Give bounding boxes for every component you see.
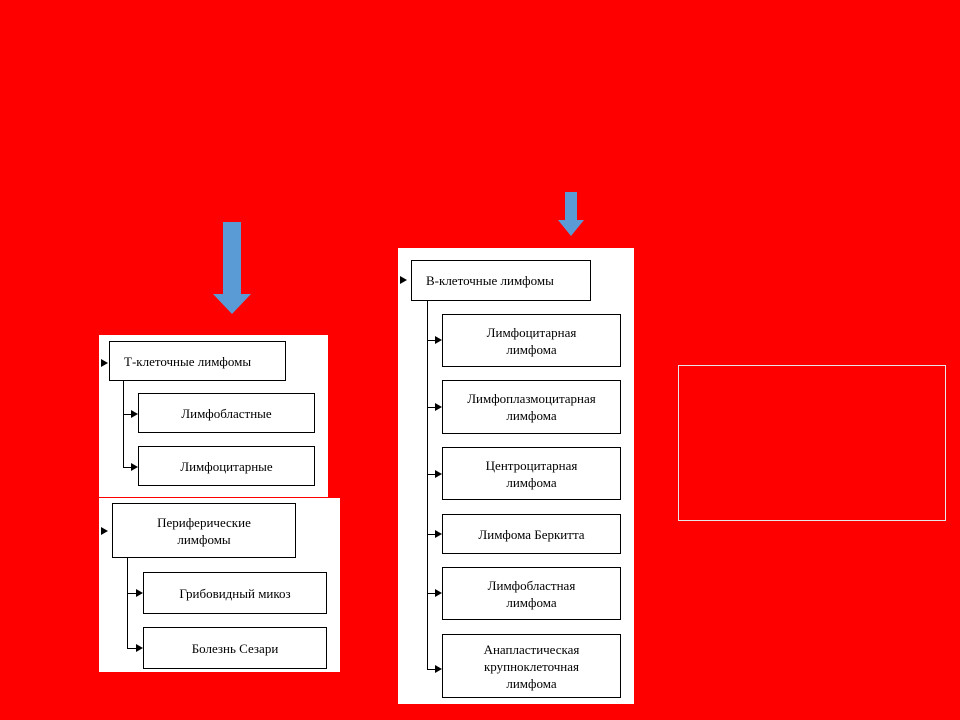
b-cell-title-box: В-клеточные лимфомы [411, 260, 591, 301]
connector-line [427, 534, 437, 535]
b-cell-item: Лимфобластная лимфома [442, 567, 621, 620]
entry-arrow-icon [400, 276, 407, 284]
branch-arrow-icon [435, 470, 442, 478]
b-cell-item: Центроцитарная лимфома [442, 447, 621, 500]
branch-arrow-icon [435, 589, 442, 597]
connector-line [123, 414, 133, 415]
connector-line [127, 558, 128, 648]
connector-line [427, 669, 437, 670]
t-cell-item: Лимфобластные [138, 393, 315, 433]
peripheral-item: Грибовидный микоз [143, 572, 327, 614]
connector-line [123, 467, 133, 468]
connector-line [127, 593, 137, 594]
empty-outline-box [678, 365, 946, 521]
down-arrow-icon [213, 222, 251, 314]
connector-line [427, 340, 437, 341]
t-cell-title-box: Т-клеточные лимфомы [109, 341, 286, 381]
b-cell-item: Лимфоплазмоцитарная лимфома [442, 380, 621, 434]
branch-arrow-icon [435, 336, 442, 344]
connector-line [427, 301, 428, 669]
connector-line [123, 381, 124, 467]
branch-arrow-icon [435, 665, 442, 673]
branch-arrow-icon [435, 403, 442, 411]
entry-arrow-icon [101, 527, 108, 535]
b-cell-item: Лимфоцитарная лимфома [442, 314, 621, 367]
peripheral-title-box: Периферические лимфомы [112, 503, 296, 558]
connector-line [427, 407, 437, 408]
t-cell-item: Лимфоцитарные [138, 446, 315, 486]
connector-line [427, 474, 437, 475]
peripheral-panel: Периферические лимфомы Грибовидный микоз… [99, 498, 340, 672]
b-cell-item: Анапластическая крупноклеточная лимфома [442, 634, 621, 698]
peripheral-item: Болезнь Сезари [143, 627, 327, 669]
connector-line [427, 593, 437, 594]
b-cell-item: Лимфома Беркитта [442, 514, 621, 554]
down-arrow-icon [558, 192, 584, 236]
connector-line [127, 648, 137, 649]
entry-arrow-icon [101, 359, 108, 367]
branch-arrow-icon [136, 644, 143, 652]
b-cell-panel: В-клеточные лимфомы Лимфоцитарная лимфом… [398, 248, 634, 704]
branch-arrow-icon [136, 589, 143, 597]
branch-arrow-icon [131, 463, 138, 471]
t-cell-panel: Т-клеточные лимфомы Лимфобластные Лимфоц… [99, 335, 328, 497]
branch-arrow-icon [131, 410, 138, 418]
branch-arrow-icon [435, 530, 442, 538]
